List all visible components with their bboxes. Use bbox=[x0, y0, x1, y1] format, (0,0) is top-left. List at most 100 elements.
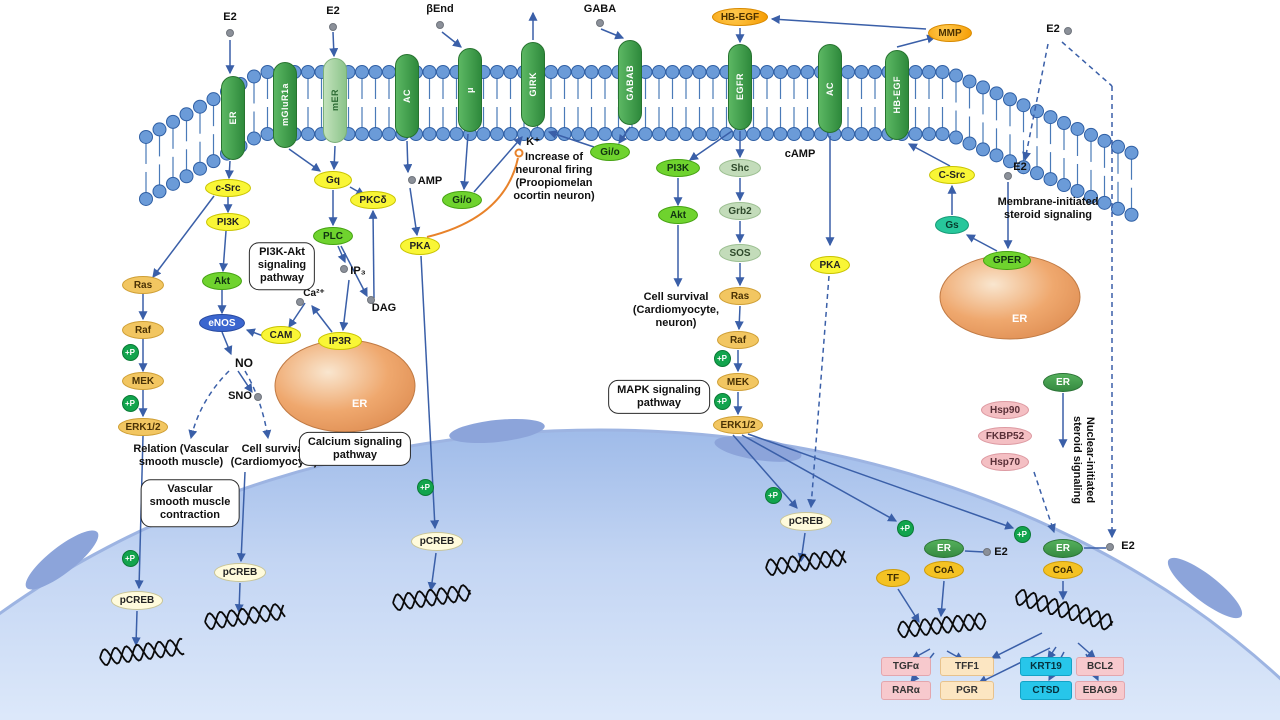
gene-rar: RARα bbox=[881, 680, 931, 700]
node-mmp: MMP bbox=[928, 24, 972, 42]
molecule-dot bbox=[367, 296, 375, 304]
node-gq: Gq bbox=[314, 171, 352, 189]
arrow bbox=[221, 331, 233, 356]
phospho-badge: +P bbox=[121, 394, 139, 412]
node-pi3k: PI3K bbox=[206, 213, 250, 231]
nuclear-envelope-blob bbox=[1167, 557, 1243, 619]
node-fkbp52: FKBP52 bbox=[978, 427, 1032, 445]
label-ip: IP₃ bbox=[350, 265, 366, 277]
molecule-dot bbox=[596, 19, 604, 27]
arrow bbox=[427, 552, 437, 592]
label-amp: AMP bbox=[417, 175, 443, 187]
pathway-box-calcium-signaling: Calcium signaling pathway bbox=[298, 431, 412, 467]
label-e2: E2 bbox=[326, 5, 340, 17]
arrow bbox=[732, 434, 798, 509]
node-er: ER bbox=[1043, 372, 1083, 392]
node-ras: Ras bbox=[719, 287, 761, 305]
arrow bbox=[152, 195, 215, 278]
arrow bbox=[244, 370, 272, 440]
inhibition-end bbox=[514, 148, 524, 158]
arrow bbox=[600, 28, 625, 40]
node-pka: PKA bbox=[810, 256, 850, 274]
node-plc: PLC bbox=[313, 227, 353, 245]
dna-helix bbox=[897, 612, 987, 639]
gene-ctsd: CTSD bbox=[1020, 680, 1072, 700]
arrow bbox=[311, 305, 333, 333]
arrow bbox=[1022, 43, 1049, 162]
receptor-label: AC bbox=[825, 81, 835, 96]
phospho-badge: +P bbox=[713, 349, 731, 367]
arrow bbox=[689, 130, 733, 161]
label-nuclear-initiated: Nuclear-initiated steroid signaling bbox=[1071, 415, 1096, 505]
arrow bbox=[329, 145, 339, 171]
phospho-badge: +P bbox=[121, 549, 139, 567]
arrow bbox=[236, 471, 246, 563]
arrow bbox=[977, 647, 1051, 684]
er-organelle-label: ER bbox=[352, 398, 368, 410]
arrow bbox=[547, 130, 595, 148]
arrow bbox=[234, 582, 244, 614]
arrow bbox=[131, 610, 141, 647]
node-raf: Raf bbox=[122, 321, 164, 339]
arrow bbox=[1061, 41, 1113, 87]
arrow bbox=[340, 245, 368, 298]
arrow bbox=[368, 209, 378, 299]
receptor-label: AC bbox=[402, 89, 412, 103]
receptor-label: mGluR1a bbox=[280, 83, 290, 127]
arrow bbox=[770, 15, 927, 30]
node-erk1-2: ERK1/2 bbox=[118, 418, 168, 436]
label-cell-survival: Cell survival (Cardiomyocyte, neuron) bbox=[632, 291, 720, 329]
er-organelle-label: ER bbox=[1012, 313, 1028, 325]
nuclear-envelope-blob bbox=[449, 418, 545, 444]
gene-pgr: PGR bbox=[940, 680, 994, 700]
node-pi3k: PI3K bbox=[656, 159, 700, 177]
node-grb2: Grb2 bbox=[719, 202, 761, 220]
arrow bbox=[224, 160, 234, 180]
molecule-dot bbox=[436, 21, 444, 29]
label-e2: E2 bbox=[994, 546, 1008, 558]
receptor-label: EGFR bbox=[735, 73, 745, 101]
receptor-gabab: GABAB bbox=[618, 40, 642, 125]
gene-bcl2: BCL2 bbox=[1076, 656, 1124, 676]
node-ip3r: IP3R bbox=[318, 332, 362, 350]
arrow bbox=[618, 126, 631, 144]
arrow bbox=[409, 187, 421, 237]
arrow bbox=[473, 136, 523, 193]
label-cell-survival: Cell survival (Cardiomyocyte) bbox=[230, 443, 318, 468]
label-e2: E2 bbox=[1013, 161, 1027, 173]
node-er: ER bbox=[924, 538, 964, 558]
dna-helix bbox=[1015, 589, 1114, 631]
label-ca: Ca²⁺ bbox=[303, 288, 325, 299]
arrow bbox=[288, 148, 321, 172]
phospho-badge: +P bbox=[416, 478, 434, 496]
arrow bbox=[403, 140, 413, 174]
arrow bbox=[219, 230, 229, 273]
label-relation-vascular: Relation (Vascular smooth muscle) bbox=[133, 443, 229, 468]
phospho-badge: +P bbox=[764, 486, 782, 504]
label-increase-of: Increase of neuronal firing (Proopiomela… bbox=[513, 151, 595, 202]
dna-helix bbox=[392, 584, 472, 611]
molecule-dot bbox=[340, 265, 348, 273]
arrow bbox=[907, 143, 951, 167]
phospho-badge: +P bbox=[121, 343, 139, 361]
arrow bbox=[990, 632, 1043, 659]
label-gaba: GABA bbox=[583, 3, 617, 15]
molecule-dot bbox=[226, 29, 234, 37]
label-end: βEnd bbox=[426, 3, 454, 15]
receptor-label: mER bbox=[330, 89, 340, 112]
dna-helix bbox=[204, 603, 286, 630]
node-erk1-2: ERK1/2 bbox=[713, 416, 763, 434]
label-e2: E2 bbox=[1121, 540, 1135, 552]
arrows bbox=[131, 11, 1117, 684]
arrow bbox=[337, 245, 346, 264]
label-e2: E2 bbox=[223, 11, 237, 23]
arrow bbox=[964, 550, 985, 553]
molecule-dot bbox=[408, 176, 416, 184]
pathway-box-mapk-signaling: MAPK signaling pathway bbox=[608, 379, 710, 415]
phospho-badge: +P bbox=[896, 519, 914, 537]
receptor-label: GABAB bbox=[625, 64, 635, 101]
node-pkc: PKCδ bbox=[350, 191, 396, 209]
label-camp: cAMP bbox=[784, 148, 816, 160]
molecule-dot bbox=[296, 298, 304, 306]
